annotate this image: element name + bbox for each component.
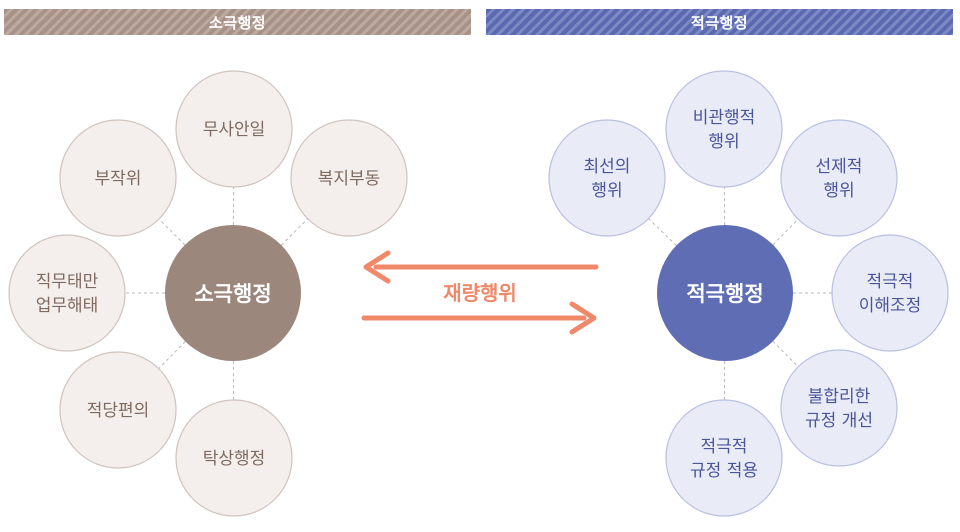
passive-item-label: 적당편의 bbox=[87, 401, 150, 421]
passive-connector bbox=[158, 341, 186, 369]
passive-item-label: 업무해태 bbox=[36, 296, 99, 316]
banner-active-label: 적극행정 bbox=[690, 13, 749, 32]
passive-item-label: 탁상행정 bbox=[203, 449, 266, 469]
banner-active-administration: 적극행정 bbox=[486, 9, 953, 35]
active-item-label: 비관행적 bbox=[693, 108, 756, 128]
active-item-label: 규정 적용 bbox=[690, 461, 758, 481]
banner-passive-administration: 소극행정 bbox=[4, 9, 471, 35]
banner-passive-label: 소극행정 bbox=[208, 13, 267, 32]
passive-item-label: 무사안일 bbox=[203, 120, 266, 140]
passive-item-circle bbox=[59, 351, 177, 469]
active-connector bbox=[772, 340, 799, 368]
passive-item-circle bbox=[59, 119, 177, 237]
active-item-label: 행위 bbox=[591, 181, 622, 201]
active-item-circle bbox=[831, 234, 949, 352]
passive-item-label: 부작위 bbox=[95, 169, 142, 189]
discretion-label: 재량행위 bbox=[443, 281, 517, 305]
active-item-circle bbox=[780, 349, 898, 467]
passive-item-circle bbox=[175, 70, 293, 188]
passive-connector bbox=[280, 218, 309, 246]
arrow-left-head bbox=[363, 250, 391, 284]
active-connector bbox=[772, 218, 799, 246]
active-item-label: 이해조정 bbox=[859, 296, 922, 316]
passive-item-circle bbox=[8, 234, 126, 352]
active-item-label: 적극적 bbox=[867, 272, 914, 292]
active-center-circle bbox=[657, 225, 793, 361]
active-item-label: 최선의 bbox=[584, 157, 631, 177]
active-item-circle bbox=[665, 399, 783, 517]
passive-item-label: 복지부동 bbox=[318, 169, 381, 189]
passive-center-circle bbox=[165, 225, 301, 361]
active-item-label: 행위 bbox=[823, 181, 854, 201]
active-item-label: 불합리한 bbox=[808, 387, 871, 407]
passive-item-circle bbox=[290, 119, 408, 237]
active-item-label: 규정 개선 bbox=[805, 411, 873, 431]
discretion-arrows: 재량행위 bbox=[361, 250, 599, 335]
active-item-label: 선제적 bbox=[816, 157, 863, 177]
active-item-circle bbox=[548, 119, 666, 237]
active-item-label: 적극적 bbox=[701, 437, 748, 457]
active-item-label: 행위 bbox=[708, 132, 739, 152]
active-item-circle bbox=[665, 70, 783, 188]
active-item-circle bbox=[780, 119, 898, 237]
arrow-right-head bbox=[569, 301, 597, 335]
active-center-label: 적극행정 bbox=[686, 282, 763, 306]
passive-center-label: 소극행정 bbox=[194, 282, 271, 306]
passive-item-label: 직무태만 bbox=[36, 272, 99, 292]
passive-connector bbox=[158, 218, 186, 246]
active-connector bbox=[648, 218, 677, 246]
passive-item-circle bbox=[175, 399, 293, 517]
